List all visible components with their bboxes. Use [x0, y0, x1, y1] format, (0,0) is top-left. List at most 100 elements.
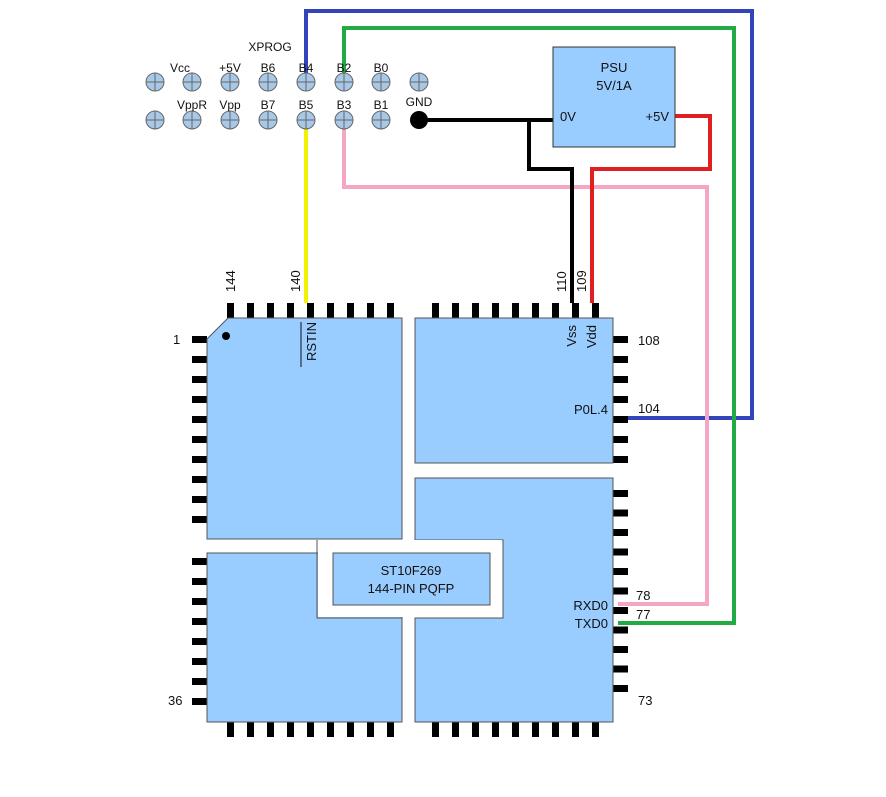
- wire-gnd-vss: [527, 120, 574, 303]
- chip-pin: [287, 722, 294, 737]
- chip-pin: [613, 665, 628, 673]
- chip-pin: [192, 578, 207, 585]
- chip-pin: [492, 722, 499, 737]
- chip-pin: [452, 722, 459, 737]
- chip-pin: [367, 303, 374, 318]
- chip-pin: [512, 303, 519, 318]
- chip-pin: [572, 303, 579, 318]
- signal-vss: Vss: [564, 325, 579, 347]
- connector-pad[interactable]: [220, 110, 240, 130]
- label-vppr: VppR: [177, 98, 207, 112]
- chip-pin: [347, 722, 354, 737]
- connector-pad[interactable]: [145, 110, 165, 130]
- connector-pad[interactable]: [371, 72, 391, 92]
- chip-pin: [227, 303, 234, 318]
- chip-pin: [192, 618, 207, 625]
- chip-pin: [613, 436, 628, 443]
- chip-pin: [532, 303, 539, 318]
- psu-title: PSU: [601, 60, 628, 75]
- chip-pin: [267, 722, 274, 737]
- chip-pin: [613, 626, 628, 634]
- chip-pin: [592, 722, 599, 737]
- psu-box: [552, 46, 676, 148]
- chip-pin: [613, 568, 628, 575]
- chip-pin: [247, 303, 254, 318]
- signal-p0l4: P0L.4: [574, 402, 608, 417]
- chip-pin: [432, 722, 439, 737]
- chip-package: 144-PIN PQFP: [368, 581, 455, 596]
- signal-txd0: TXD0: [575, 616, 608, 631]
- pin-number-73: 73: [638, 693, 652, 708]
- pin1-marker: [222, 332, 230, 340]
- chip-pin: [387, 722, 394, 737]
- chip-pin: [552, 303, 559, 318]
- chip-pin: [192, 496, 207, 503]
- chip-pin: [613, 607, 628, 614]
- chip-pin: [192, 678, 207, 685]
- chip-pin: [452, 303, 459, 318]
- connector-pad[interactable]: [371, 110, 391, 130]
- chip-pin: [307, 303, 314, 318]
- connector-pad[interactable]: [334, 72, 354, 92]
- signal-vdd: Vdd: [584, 325, 599, 348]
- connector-pad[interactable]: [182, 110, 202, 130]
- pin-number-110: 110: [554, 271, 569, 292]
- chip-pin: [192, 456, 207, 463]
- chip-pin: [552, 722, 559, 737]
- label-b4: B4: [299, 61, 314, 75]
- connector-pad[interactable]: [145, 72, 165, 92]
- signal-rxd0: RXD0: [573, 598, 608, 613]
- connector-pad[interactable]: [409, 72, 429, 92]
- label-b6: B6: [261, 61, 276, 75]
- connector-pad[interactable]: [220, 72, 240, 92]
- psu-5v-label: +5V: [646, 109, 670, 124]
- chip-pin: [247, 722, 254, 737]
- chip-pin: [613, 548, 628, 556]
- chip-pin: [192, 396, 207, 403]
- chip-pin: [613, 356, 628, 363]
- label-vpp: Vpp: [219, 98, 241, 112]
- chip-quadrant-top-right: [414, 317, 614, 464]
- label-b7: B7: [261, 98, 276, 112]
- connector-pad[interactable]: [296, 72, 316, 92]
- pin-number-78: 78: [636, 588, 650, 603]
- chip-pin: [192, 356, 207, 363]
- chip-pin: [613, 646, 628, 653]
- chip-pin: [613, 336, 628, 343]
- pin-number-108: 108: [638, 333, 660, 348]
- label-b5: B5: [299, 98, 314, 112]
- chip-pin: [192, 698, 207, 705]
- connector-pad[interactable]: [182, 72, 202, 92]
- wire-b2-txd0: [342, 26, 736, 625]
- connector-pad[interactable]: [296, 110, 316, 130]
- chip-pin: [347, 303, 354, 318]
- gnd-terminal[interactable]: [410, 111, 428, 129]
- chip-pin: [613, 587, 628, 595]
- label-b1: B1: [374, 98, 389, 112]
- chip-pin: [592, 303, 599, 318]
- chip-pin: [532, 722, 539, 737]
- chip-name: ST10F269: [381, 563, 442, 578]
- chip-pin: [613, 529, 628, 536]
- label-gnd: GND: [406, 95, 433, 109]
- chip-pin: [192, 638, 207, 645]
- connector-pad[interactable]: [258, 72, 278, 92]
- chip-pin: [613, 685, 628, 692]
- chip-pin: [613, 376, 628, 383]
- connector-pad[interactable]: [334, 110, 354, 130]
- psu-rating: 5V/1A: [596, 78, 632, 93]
- chip-quadrant-top-left: [206, 317, 403, 540]
- chip-pin: [613, 396, 628, 403]
- chip-pin: [267, 303, 274, 318]
- pin-number-109: 109: [574, 270, 589, 292]
- connector-pad[interactable]: [258, 110, 278, 130]
- chip-pin: [307, 722, 314, 737]
- chip-pin: [192, 598, 207, 605]
- chip-pin: [192, 416, 207, 423]
- chip-pin: [613, 509, 628, 517]
- label-b0: B0: [374, 61, 389, 75]
- chip-pin: [472, 722, 479, 737]
- label-b2: B2: [337, 61, 352, 75]
- chip-pin: [387, 303, 394, 318]
